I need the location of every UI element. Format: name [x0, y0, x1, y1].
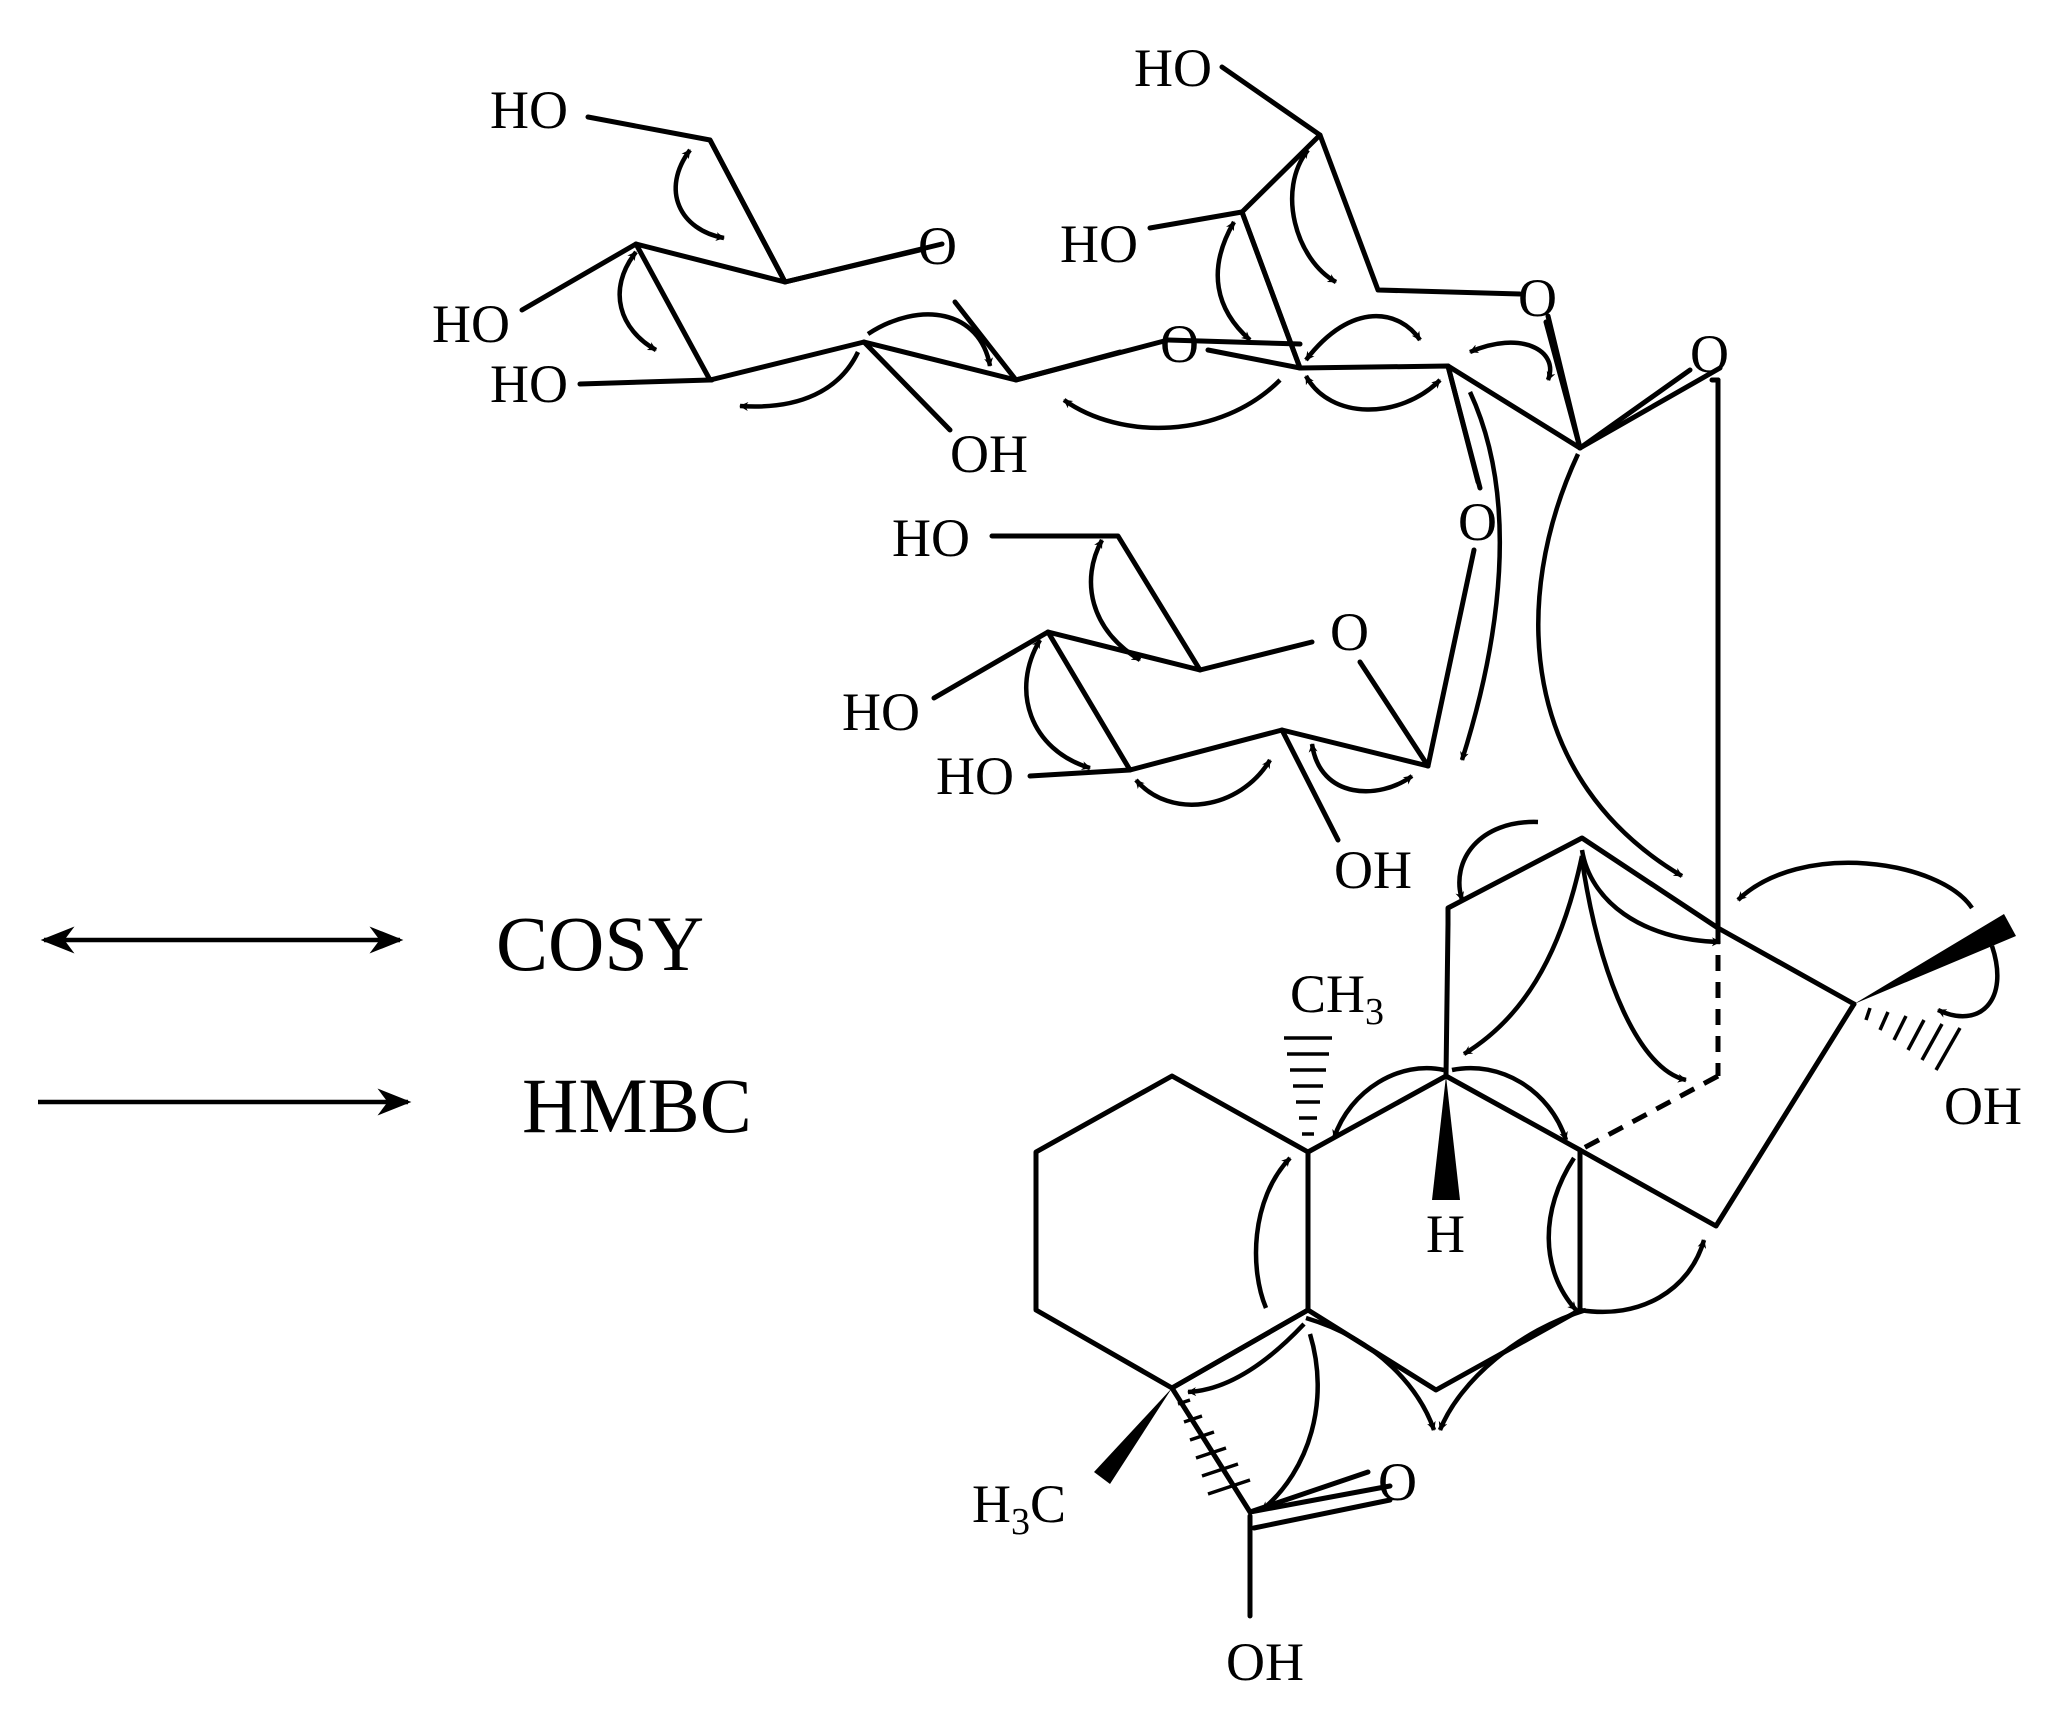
wedge-c9-h [1432, 1076, 1460, 1200]
dashed-bonds [1578, 928, 1721, 1153]
wedge-c10-methyl [1854, 914, 2016, 1004]
label-ho-s3-c4: HO [842, 682, 920, 742]
label-oh-c16: OH [1944, 1076, 2022, 1136]
hmbc-correlations [739, 312, 2000, 1512]
label-ho-s2-c6: HO [1134, 38, 1212, 98]
hatch-c16-oh [1864, 1007, 1962, 1071]
label-o-s2-s3-link: O [1458, 492, 1497, 552]
sugar-ring-2 [1147, 64, 1723, 485]
label-o-s2-ring: O [1518, 268, 1557, 328]
legend-cosy-label: COSY [496, 900, 704, 987]
label-ho-s2-c4: HO [1060, 214, 1138, 274]
label-o-s3-ring: O [1330, 602, 1369, 662]
stereo-bonds [1094, 914, 2016, 1531]
sugar-ring-1 [519, 114, 1303, 433]
hatch-c10-ch3 [1284, 1036, 1332, 1136]
label-o-carbonyl: O [1378, 1452, 1417, 1512]
label-ho-s1-c6: HO [490, 80, 568, 140]
atom-labels: HO O HO HO O OH HO HO O O O HO O HO HO O… [432, 38, 2022, 1692]
hatch-c4-cooh [1177, 1398, 1251, 1496]
label-oh-carboxyl: OH [1226, 1632, 1304, 1692]
sugar-ring-3 [931, 533, 1477, 843]
label-h-c9: H [1426, 1204, 1465, 1264]
label-h3c-c4: H3C [972, 1474, 1066, 1543]
legend-hmbc-label: HMBC [522, 1062, 752, 1149]
label-oh-s3-c2: OH [1334, 840, 1412, 900]
label-o-s1-ring: O [918, 216, 957, 276]
glycosidic-links [1013, 313, 1721, 931]
label-ho-s1-c4: HO [432, 294, 510, 354]
cosy-correlations [617, 148, 1556, 807]
label-o-s1-link: O [1160, 314, 1199, 374]
label-ho-s3-c3: HO [936, 746, 1014, 806]
wedge-c4-methyl [1094, 1388, 1172, 1484]
label-oh-s1-c2: OH [950, 424, 1028, 484]
label-ho-s3-c6: HO [892, 508, 970, 568]
label-ho-s1-c3: HO [490, 354, 568, 414]
label-o-s2-aglycone-link: O [1690, 324, 1729, 384]
legend: COSY HMBC [38, 900, 752, 1149]
label-ch3-c10: CH3 [1290, 964, 1384, 1033]
